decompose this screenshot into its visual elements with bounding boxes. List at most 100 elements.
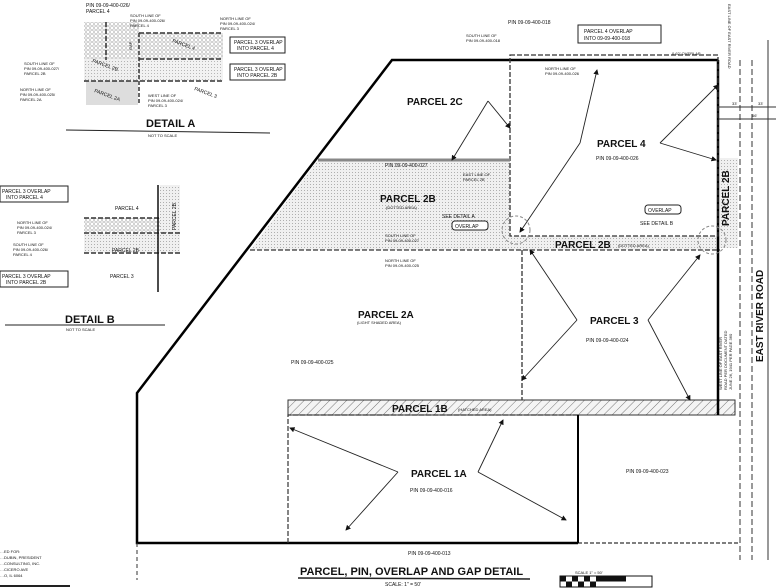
note-road-east-line: EAST LINE OF EAST RIVER ROAD xyxy=(727,4,732,69)
detail-b-title: DETAIL B xyxy=(65,314,115,326)
note-south-line-018-pin: PIN 09-09-400-018 xyxy=(466,38,501,43)
parcel-2a-note: (LIGHT SHADED AREA) xyxy=(357,320,402,325)
label-parcel-1a: PARCEL 1A xyxy=(411,469,467,480)
note-south-line-027-pin: PIN 09-09-400-027 xyxy=(385,238,420,243)
note-north-line-026: NORTH LINE OF xyxy=(545,66,576,71)
drawing-linework xyxy=(0,270,69,288)
note-south-line-018: SOUTH LINE OF xyxy=(466,33,497,38)
drawing-label: PARCEL 2B xyxy=(172,202,178,230)
drawing-label: NORTH LINE OF xyxy=(220,16,251,21)
drawing-label: ROAD PER DOCUMENT DATED xyxy=(723,330,728,390)
drawing-label: PARCEL 4 xyxy=(13,252,33,257)
drawing-label: SOUTH LINE OF xyxy=(130,13,161,18)
drawing-label: PARCEL 3 OVERLAP xyxy=(234,67,283,73)
drawing-linework xyxy=(584,576,590,582)
leader-lines xyxy=(289,69,719,531)
label-parcel-2b-strip: PARCEL 2B xyxy=(555,240,611,251)
drawing-linework xyxy=(345,471,399,531)
detail-a: PIN 09-09-400-026/ PARCEL 4 SOUTH LINE O… xyxy=(20,3,286,138)
road-name: EAST RIVER ROAD xyxy=(755,270,766,362)
drawing-linework xyxy=(451,100,489,161)
drawing-label: WEST LINE OF xyxy=(148,93,177,98)
drawing-label: PARCEL 3 OVERLAP xyxy=(2,274,51,280)
drawing-label: PIN 09-09-400-024/ xyxy=(17,225,53,230)
dim-33-west: 33' xyxy=(732,101,737,106)
title-scale: SCALE: 1" = 50' xyxy=(385,582,421,588)
detail-b: PARCEL 3 OVERLAP INTO PARCEL 4 PARCEL 3 … xyxy=(0,185,180,332)
drawing-linework xyxy=(229,36,286,54)
parcel-1a-boundary xyxy=(287,414,578,543)
drawing-linework xyxy=(579,69,599,144)
label-parcel-2b: PARCEL 2B xyxy=(380,194,436,205)
drawing-linework xyxy=(477,419,504,473)
drawing-label: PARCEL 4 xyxy=(86,9,110,15)
label-parcel-2b-east: PARCEL 2B xyxy=(721,170,732,226)
detail-a-title: DETAIL A xyxy=(146,118,195,130)
drawing-label: INTO PARCEL 2B xyxy=(237,73,278,79)
note-east-line-2b: EAST LINE OF xyxy=(463,172,491,177)
drawing-linework xyxy=(647,319,691,401)
drawing-linework xyxy=(521,319,578,381)
drawing-label: NOT TO SCALE xyxy=(66,327,95,332)
drawing-label: PIN 09-09-400-024/ xyxy=(220,21,256,26)
scale-bar xyxy=(559,575,653,588)
pin-025: PIN 09-09-400-025 xyxy=(291,360,334,366)
note-east-line-2b-parcel: PARCEL 2B xyxy=(463,177,485,182)
drawing-label: PARCEL 3 xyxy=(110,274,134,280)
pin-026: PIN 09-09-400-026 xyxy=(596,156,639,162)
drawing-linework xyxy=(566,581,572,587)
drawing-linework xyxy=(578,581,584,587)
overlap-4-line1: PARCEL 4 OVERLAP xyxy=(584,29,633,35)
drawing-label: PARCEL 2B xyxy=(24,71,46,76)
drawing-linework xyxy=(659,84,719,144)
drawing-linework xyxy=(289,427,399,473)
label-parcel-4: PARCEL 4 xyxy=(597,139,646,150)
drawing-label: PIN 09-09-400-024/ xyxy=(148,98,184,103)
note-south-line-027: SOUTH LINE OF xyxy=(385,233,416,238)
label-parcel-1b: PARCEL 1B xyxy=(392,404,448,415)
parcel-2b-note: (DOTTED AREA) xyxy=(386,205,418,210)
drawing-linework xyxy=(560,576,566,582)
drawing-linework xyxy=(0,185,69,203)
drawing-linework xyxy=(529,249,578,321)
parcel-1b-note: (HATCHED AREA) xyxy=(458,407,492,412)
note-north-line-025: NORTH LINE OF xyxy=(385,258,416,263)
drawing-linework xyxy=(572,576,578,582)
pin-016: PIN 09-09-400-016 xyxy=(410,488,453,494)
drawing-linework xyxy=(229,63,286,81)
pin-018: PIN 09-09-400-018 xyxy=(508,20,551,26)
drawing-label: PARCEL 3 xyxy=(220,26,240,31)
see-detail-a-link[interactable]: SEE DETAIL A xyxy=(442,214,475,220)
note-062-overlap: 0.62' OVERLAP xyxy=(672,51,701,56)
label-parcel-2a: PARCEL 2A xyxy=(358,310,414,321)
drawing-label: INTO PARCEL 4 xyxy=(237,46,274,52)
overlap-tag-a-text: OVERLAP xyxy=(455,224,479,230)
main-boundary xyxy=(135,58,718,545)
overlap-4-line2: INTO 09-09-400-018 xyxy=(584,36,630,42)
parcel-4-boundary xyxy=(509,54,719,237)
see-detail-b-link[interactable]: SEE DETAIL B xyxy=(640,221,674,227)
drawing-label: NORTH LINE OF xyxy=(20,87,51,92)
drawing-label: PIN 09-09-400-027/ xyxy=(24,66,60,71)
drawing-label: PIN 09-09-400-025/ xyxy=(20,92,56,97)
drawing-label: EAST LINE OF EAST RIVER ROAD xyxy=(727,4,732,69)
overlap-tag-b-text: OVERLAP xyxy=(648,208,672,214)
drawing-label: JUNE 26, 1941 PER PAGE 360 xyxy=(728,333,733,390)
drawing-label: NORTH LINE OF xyxy=(17,220,48,225)
drawing-label: INTO PARCEL 2B xyxy=(6,280,47,286)
drawing-label: PARCEL 4 xyxy=(130,23,150,28)
drawing-linework xyxy=(647,254,701,321)
title-underline xyxy=(297,577,531,580)
drawing-label: PARCEL 4 xyxy=(115,206,139,212)
drawing-label: …CICERO AVE xyxy=(0,567,28,572)
pin-027: PIN 09-09-400-027 xyxy=(385,163,428,169)
drawing-linework xyxy=(84,59,223,81)
drawing-linework xyxy=(477,471,567,521)
drawing-label: SOUTH LINE OF xyxy=(24,61,55,66)
overlap-4-box xyxy=(577,24,662,44)
pin-013: PIN 09-09-400-013 xyxy=(408,551,451,557)
drawing-linework xyxy=(659,142,717,162)
drawing-label: PARCEL 2B xyxy=(112,248,140,254)
